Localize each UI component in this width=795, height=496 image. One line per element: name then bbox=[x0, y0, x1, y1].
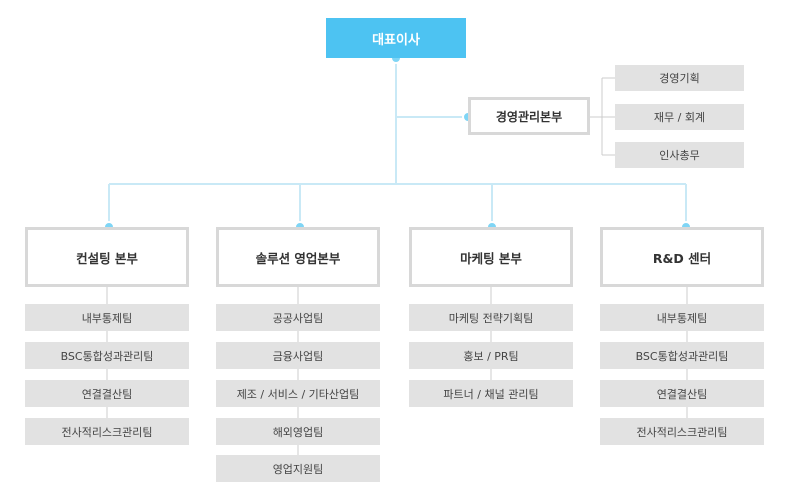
team-label: 내부통제팀 bbox=[656, 311, 708, 325]
division-label: 마케팅 본부 bbox=[460, 250, 522, 266]
team-box: 연결결산팀 bbox=[600, 380, 764, 407]
division-consulting: 컨설팅 본부 bbox=[25, 227, 189, 287]
division-label: 솔루션 영업본부 bbox=[255, 250, 341, 266]
division-solution-sales: 솔루션 영업본부 bbox=[216, 227, 380, 287]
team-label: 홍보 / PR팀 bbox=[463, 349, 519, 363]
team-box: 전사적리스크관리팀 bbox=[600, 418, 764, 445]
management-subunit: 재무 / 회계 bbox=[615, 104, 744, 130]
subunit-label: 인사총무 bbox=[659, 149, 700, 162]
team-box: 연결결산팀 bbox=[25, 380, 189, 407]
division-label: R&D 센터 bbox=[652, 250, 712, 266]
team-box: 마케팅 전략기획팀 bbox=[409, 304, 573, 331]
team-label: 금융사업팀 bbox=[272, 349, 324, 363]
team-box: BSC통합성과관리팀 bbox=[600, 342, 764, 369]
team-label: 해외영업팀 bbox=[272, 425, 324, 439]
management-division-box: 경영관리본부 bbox=[468, 97, 590, 135]
team-box: 공공사업팀 bbox=[216, 304, 380, 331]
team-label: 전사적리스크관리팀 bbox=[61, 425, 153, 439]
team-label: 내부통제팀 bbox=[81, 311, 133, 325]
team-box: 해외영업팀 bbox=[216, 418, 380, 445]
team-label: BSC통합성과관리팀 bbox=[635, 349, 729, 363]
team-label: 전사적리스크관리팀 bbox=[636, 425, 728, 439]
team-box: BSC통합성과관리팀 bbox=[25, 342, 189, 369]
team-box: 홍보 / PR팀 bbox=[409, 342, 573, 369]
team-box: 제조 / 서비스 / 기타산업팀 bbox=[216, 380, 380, 407]
team-label: 연결결산팀 bbox=[656, 387, 708, 401]
team-box: 내부통제팀 bbox=[25, 304, 189, 331]
team-box: 전사적리스크관리팀 bbox=[25, 418, 189, 445]
ceo-label: 대표이사 bbox=[372, 32, 420, 48]
division-rnd: R&D 센터 bbox=[600, 227, 764, 287]
management-subunit: 인사총무 bbox=[615, 142, 744, 168]
ceo-box: 대표이사 bbox=[326, 18, 466, 58]
team-label: 연결결산팀 bbox=[81, 387, 133, 401]
team-box: 금융사업팀 bbox=[216, 342, 380, 369]
management-subunit: 경영기획 bbox=[615, 65, 744, 91]
team-label: BSC통합성과관리팀 bbox=[60, 349, 154, 363]
subunit-label: 경영기획 bbox=[659, 72, 700, 85]
team-box: 파트너 / 채널 관리팀 bbox=[409, 380, 573, 407]
team-box: 영업지원팀 bbox=[216, 455, 380, 482]
team-label: 마케팅 전략기획팀 bbox=[448, 311, 534, 325]
team-box: 내부통제팀 bbox=[600, 304, 764, 331]
management-division-label: 경영관리본부 bbox=[495, 109, 563, 124]
team-label: 제조 / 서비스 / 기타산업팀 bbox=[236, 387, 360, 401]
division-marketing: 마케팅 본부 bbox=[409, 227, 573, 287]
team-label: 파트너 / 채널 관리팀 bbox=[443, 387, 539, 401]
division-label: 컨설팅 본부 bbox=[76, 250, 138, 266]
team-label: 영업지원팀 bbox=[272, 462, 324, 476]
subunit-label: 재무 / 회계 bbox=[653, 111, 706, 124]
team-label: 공공사업팀 bbox=[272, 311, 324, 325]
